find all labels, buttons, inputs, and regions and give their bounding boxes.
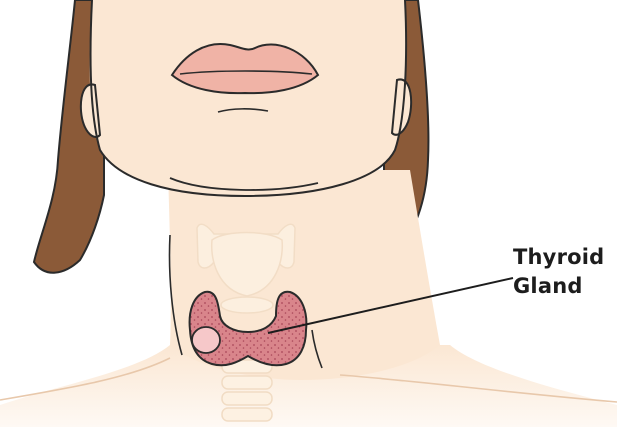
thyroid-label-line2: Gland xyxy=(513,272,604,301)
thyroid-gland-label: Thyroid Gland xyxy=(513,243,604,301)
lips xyxy=(172,44,318,93)
thyroid-nodule xyxy=(192,327,220,353)
thyroid-label-line1: Thyroid xyxy=(513,243,604,272)
face xyxy=(90,0,407,195)
